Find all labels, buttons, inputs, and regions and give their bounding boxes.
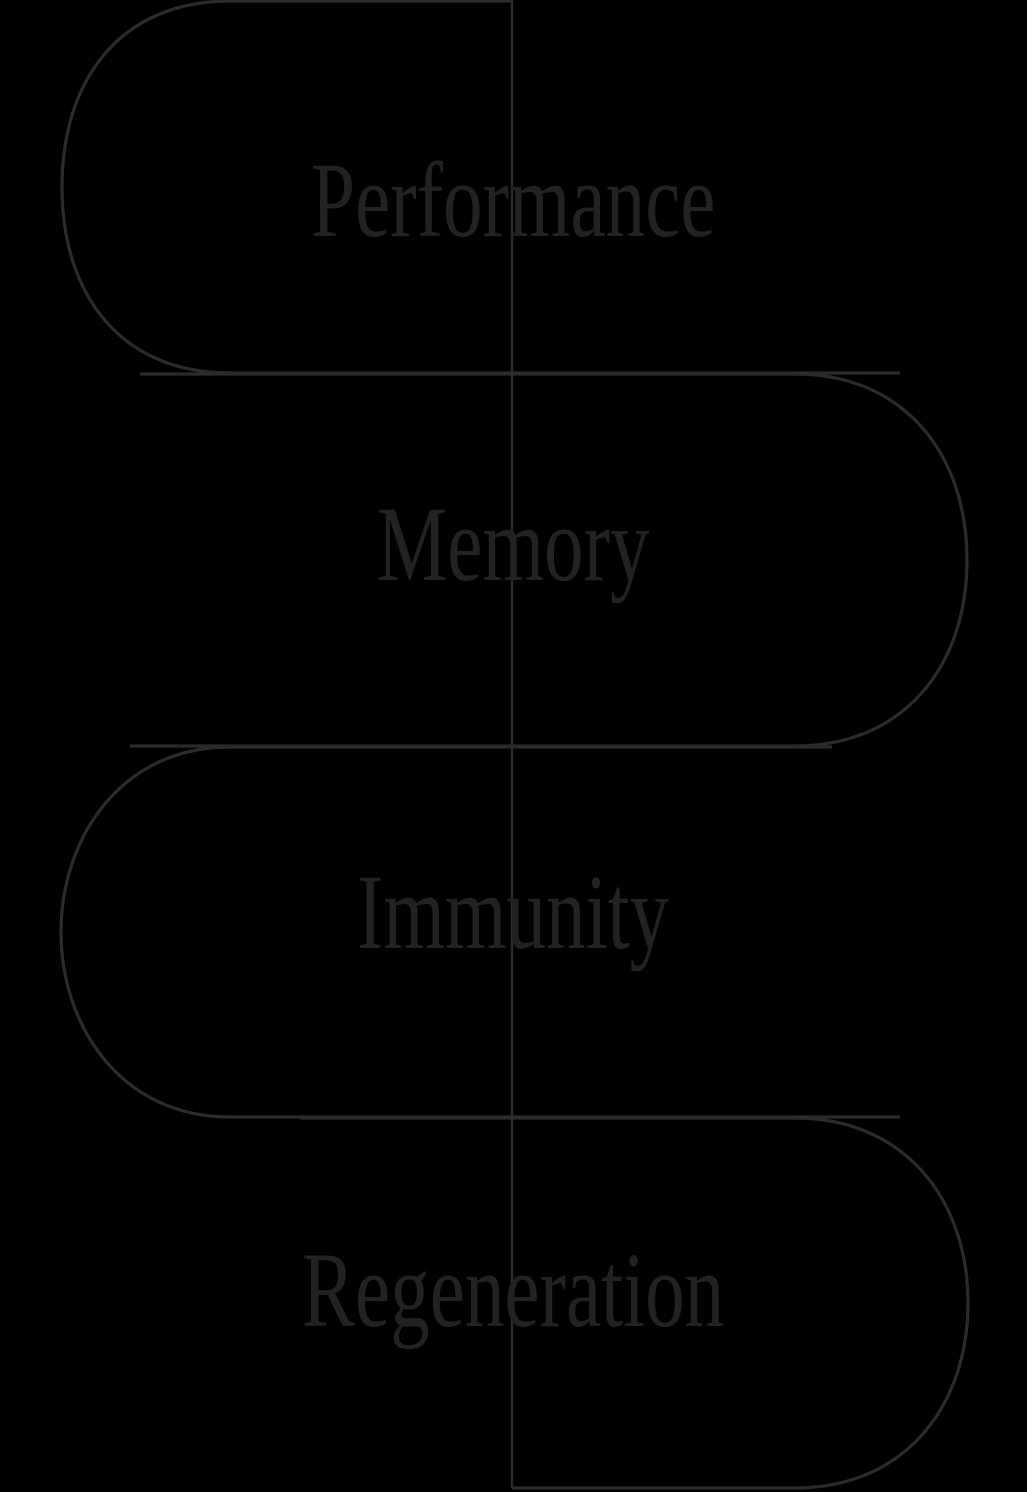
segment-outline-immunity[interactable] [59,745,900,1119]
segment-label-regeneration: Regeneration [0,1238,1027,1345]
segment-outline-performance[interactable] [60,0,900,375]
segment-outline-memory[interactable] [130,372,969,748]
segment-label-regeneration-text: Regeneration [302,1232,725,1350]
segment-label-memory: Memory [0,492,1027,599]
segment-label-memory-text: Memory [377,486,650,604]
segment-outline-regeneration[interactable] [300,1116,970,1490]
segment-label-performance-text: Performance [311,142,716,260]
segment-label-immunity: Immunity [0,860,1027,967]
segment-label-immunity-text: Immunity [357,854,670,972]
segment-label-performance: Performance [0,148,1027,255]
